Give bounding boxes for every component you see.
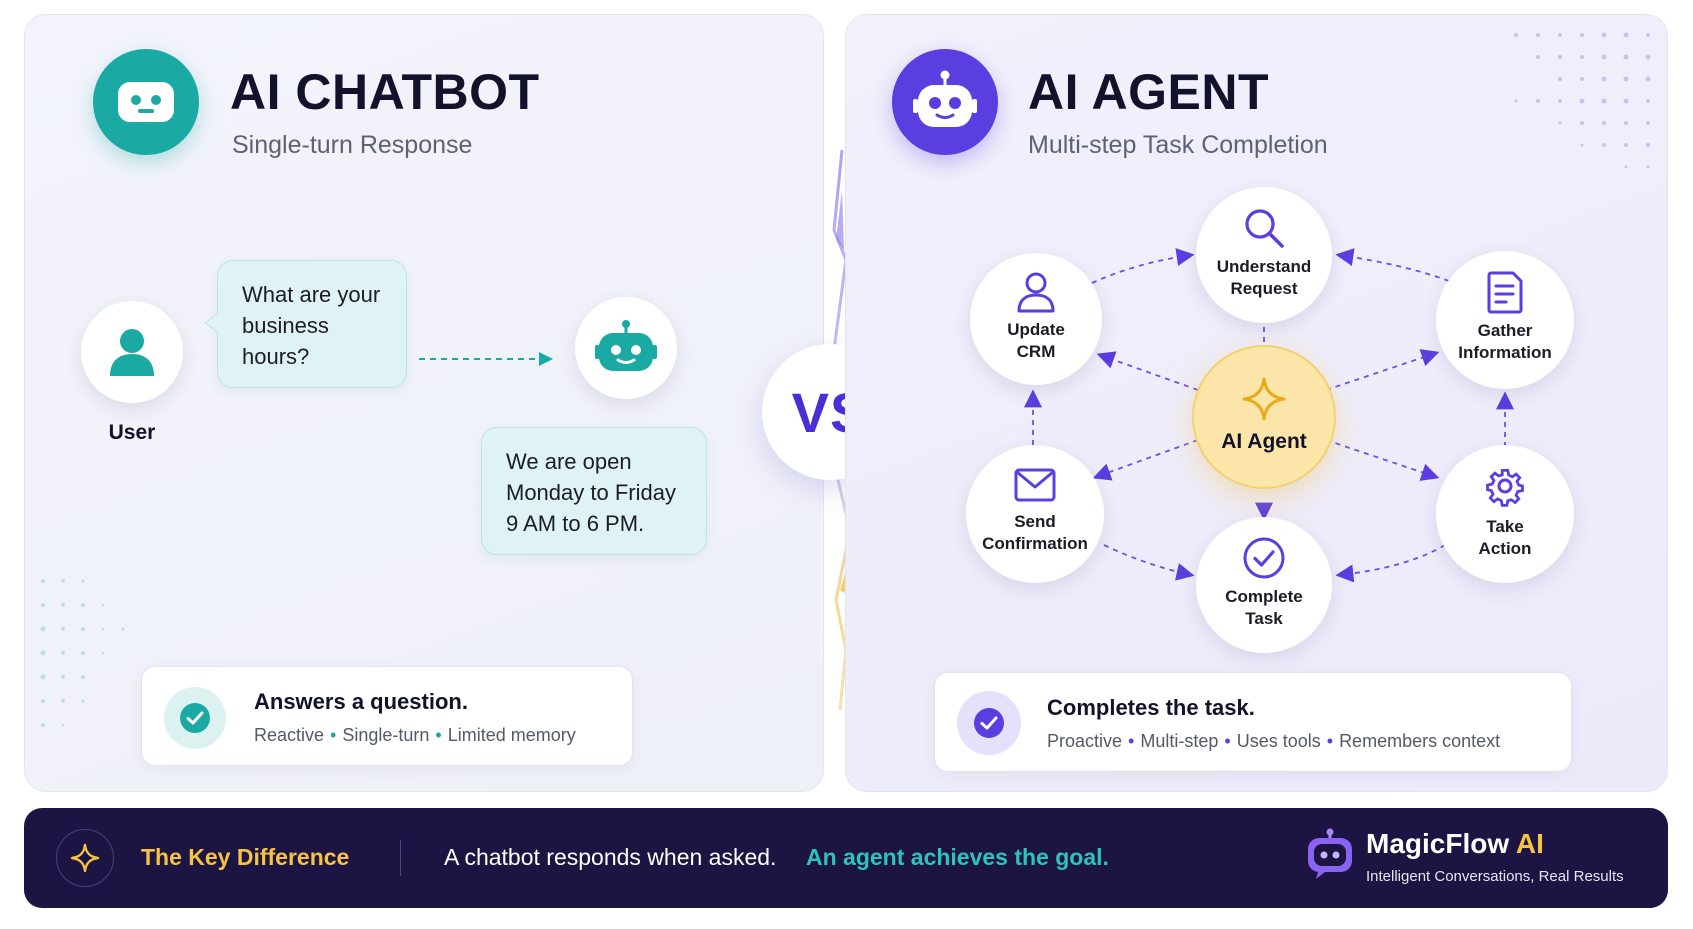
tag: Reactive bbox=[254, 725, 325, 745]
node-label: Send Confirmation bbox=[982, 512, 1088, 553]
tag: Uses tools bbox=[1236, 731, 1321, 751]
check-circle-icon bbox=[1243, 537, 1285, 579]
agent-title: AI AGENT bbox=[1028, 64, 1270, 120]
chatbot-summary-tags: Reactive•Single-turn•Limited memory bbox=[254, 725, 576, 745]
bubble-tail bbox=[204, 312, 221, 334]
chatbot-header-icon bbox=[93, 49, 199, 155]
tag: Single-turn bbox=[342, 725, 430, 745]
ai-agent-center-node: AI Agent bbox=[1192, 345, 1336, 489]
bot-icon bbox=[595, 320, 657, 371]
node-gather-information: Gather Information bbox=[1436, 251, 1574, 389]
question-arrow bbox=[419, 352, 553, 366]
node-label: Update CRM bbox=[1007, 320, 1065, 361]
chatbot-face-icon bbox=[118, 82, 174, 122]
node-update-crm: Update CRM bbox=[970, 253, 1102, 385]
node-send-confirmation: Send Confirmation bbox=[966, 445, 1104, 583]
question-text: What are your business hours? bbox=[242, 282, 381, 369]
agent-subtitle: Multi-step Task Completion bbox=[1028, 131, 1328, 159]
decorative-dot-grid bbox=[1514, 32, 1651, 169]
person-icon bbox=[1017, 272, 1055, 313]
user-label: User bbox=[108, 421, 156, 444]
chatbot-title: AI CHATBOT bbox=[230, 64, 540, 120]
agent-summary-card: Completes the task. Proactive•Multi-step… bbox=[934, 672, 1572, 772]
footer-statement: A chatbot responds when asked. bbox=[444, 844, 777, 870]
chatbot-summary-title: Answers a question. bbox=[254, 689, 468, 714]
chatbot-panel: AI CHATBOT Single-turn Response User Wha… bbox=[24, 14, 824, 792]
agent-panel: AI AGENT Multi-step Task Completion bbox=[845, 14, 1668, 792]
sparkle-icon bbox=[1242, 377, 1286, 421]
agent-check-badge bbox=[957, 691, 1021, 755]
check-circle-icon bbox=[180, 703, 210, 733]
answer-text: We are open Monday to Friday 9 AM to 6 P… bbox=[506, 449, 676, 536]
chatbot-check-badge bbox=[164, 687, 226, 749]
user-avatar bbox=[81, 301, 183, 403]
chatbot-avatar bbox=[575, 297, 677, 399]
key-difference-banner: The Key Difference A chatbot responds wh… bbox=[24, 808, 1668, 908]
footer-label: The Key Difference bbox=[141, 844, 350, 870]
user-icon bbox=[110, 329, 154, 376]
magicflow-logo-icon bbox=[1308, 828, 1352, 879]
footer-sparkle-badge bbox=[56, 829, 114, 887]
chatbot-subtitle: Single-turn Response bbox=[232, 131, 473, 159]
search-icon bbox=[1245, 209, 1284, 248]
tag: Multi-step bbox=[1140, 731, 1219, 751]
agent-summary-title: Completes the task. bbox=[1047, 695, 1255, 720]
tag: Limited memory bbox=[447, 725, 576, 745]
node-label: Complete Task bbox=[1225, 587, 1303, 628]
gear-icon bbox=[1486, 468, 1524, 507]
footer-divider bbox=[400, 840, 401, 876]
check-circle-icon bbox=[974, 708, 1004, 738]
node-complete-task: Complete Task bbox=[1196, 517, 1332, 653]
sparkle-icon bbox=[70, 843, 100, 873]
document-icon bbox=[1487, 271, 1523, 314]
brand-name-text: MagicFlow bbox=[1366, 828, 1510, 859]
node-label: Understand Request bbox=[1216, 257, 1312, 298]
envelope-icon bbox=[1014, 468, 1056, 502]
node-label: Take Action bbox=[1478, 517, 1532, 558]
brand-suffix: AI bbox=[1515, 828, 1544, 859]
brand-tagline: Intelligent Conversations, Real Results bbox=[1366, 868, 1624, 885]
chatbot-summary-card: Answers a question. Reactive•Single-turn… bbox=[141, 666, 633, 766]
agent-header-icon bbox=[892, 49, 998, 155]
node-understand-request: Understand Request bbox=[1196, 187, 1332, 323]
answer-bubble: We are open Monday to Friday 9 AM to 6 P… bbox=[481, 427, 707, 555]
tag: Proactive bbox=[1047, 731, 1123, 751]
node-take-action: Take Action bbox=[1436, 445, 1574, 583]
brand-name: MagicFlow AI bbox=[1366, 828, 1544, 860]
tag: Remembers context bbox=[1339, 731, 1501, 751]
agent-summary-tags: Proactive•Multi-step•Uses tools•Remember… bbox=[1047, 731, 1501, 751]
footer-highlight: An agent achieves the goal. bbox=[806, 844, 1109, 870]
question-bubble: What are your business hours? bbox=[217, 260, 407, 388]
decorative-dot-grid bbox=[40, 579, 125, 727]
node-label: Gather Information bbox=[1458, 321, 1552, 362]
ai-agent-center-label: AI Agent bbox=[1221, 430, 1307, 453]
robot-face-icon bbox=[913, 70, 977, 127]
